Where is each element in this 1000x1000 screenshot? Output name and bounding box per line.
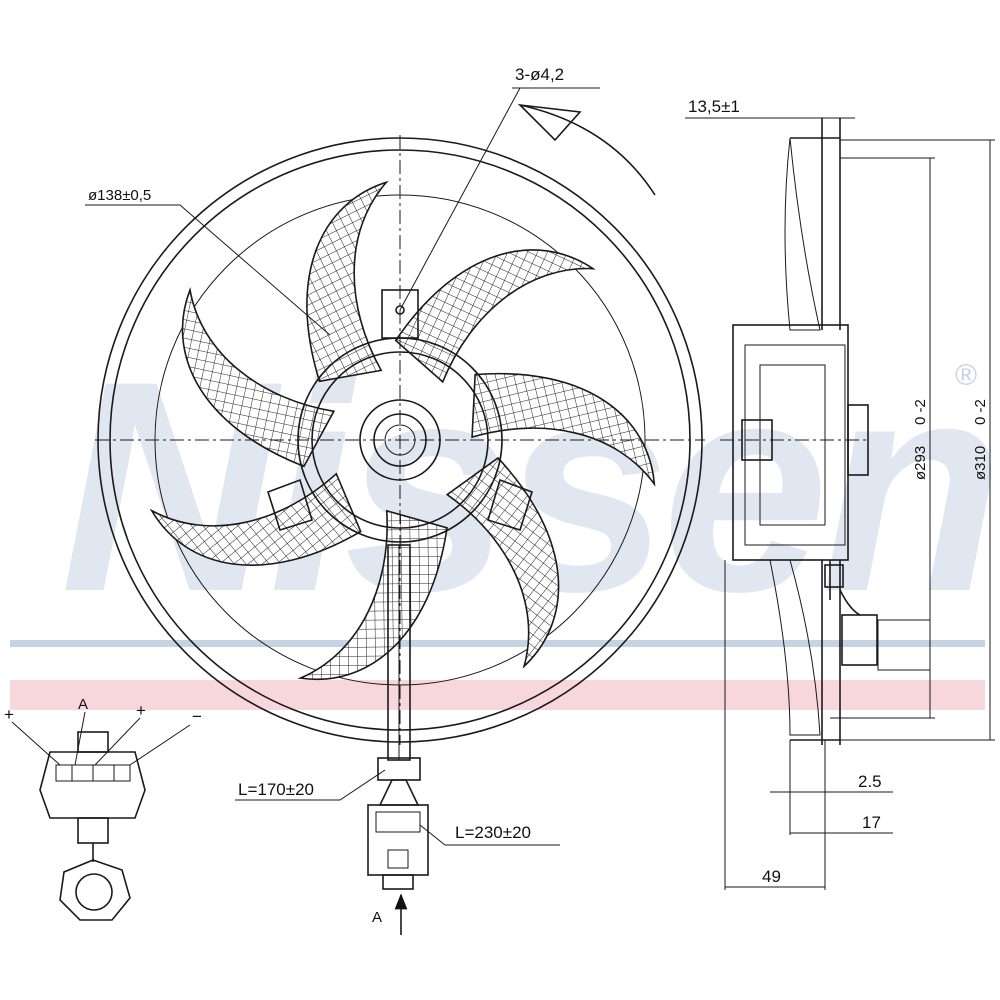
side-plug	[841, 614, 878, 666]
pin-leader-right	[129, 724, 191, 766]
depth-top-dimension: 13,5±1	[688, 97, 740, 116]
fan-blade	[181, 286, 336, 468]
pin-label-left: +	[4, 705, 14, 724]
watermark-blue-bar	[10, 640, 985, 647]
fan-blade	[149, 472, 362, 567]
watermark-red-bar	[10, 680, 985, 710]
connector-body	[39, 751, 146, 819]
cable-length-2: L=230±20	[455, 823, 531, 842]
hub-diameter-dimension: ø138±0,5	[88, 187, 151, 204]
holes-dimension: 3-ø4,2	[515, 65, 564, 84]
side-blade-upper	[784, 137, 821, 331]
motor-windings	[759, 364, 826, 526]
pin-leader-left	[11, 721, 61, 766]
pin-leader-mid	[94, 717, 141, 766]
connector-detail: + A + −	[4, 696, 202, 921]
connector-ring-hole	[75, 873, 113, 911]
cable-clip	[377, 757, 421, 781]
side-blade-lower	[769, 559, 821, 736]
plug-terminal	[387, 849, 409, 869]
motor-casing	[744, 344, 846, 546]
pin-leader-mid-top	[74, 711, 86, 766]
mount-tab-right	[487, 478, 533, 532]
plug-tail	[382, 874, 414, 890]
depth-c-dimension: 49	[762, 867, 781, 886]
side-cable-bend	[839, 589, 861, 616]
connector-top-latch	[77, 731, 109, 753]
shroud-diameter-tolerance: 0 -2	[972, 399, 989, 425]
pin-label-right: −	[192, 707, 202, 726]
fan-diameter-dimension: ø293	[912, 446, 929, 480]
pin-label-mid: +	[136, 701, 146, 720]
depth-a-dimension: 2.5	[858, 772, 882, 791]
plug-body	[367, 804, 429, 876]
mount-tab-left	[267, 478, 313, 532]
motor-rear-cap	[847, 404, 869, 476]
plug-latch	[375, 811, 421, 833]
cable-length-1-leader	[235, 769, 386, 801]
depth-b-dimension: 17	[862, 813, 881, 832]
pin-label-mid-top: A	[78, 696, 88, 713]
watermark-registered: ®	[955, 359, 977, 392]
view-label: A	[372, 909, 382, 926]
fan-blade	[471, 372, 656, 487]
side-cable-clip	[824, 564, 844, 588]
connector-stem	[77, 817, 109, 844]
fan-diameter-tolerance: 0 -2	[912, 399, 929, 425]
fan-blade	[306, 180, 389, 383]
cable-length-1: L=170±20	[238, 780, 314, 799]
cable-length-2-leader	[419, 824, 560, 846]
fan-side-view: ø293 ø310 0 -2 0 -2 13,5±1 2.5 17 49	[685, 97, 995, 890]
cable-grommet	[378, 779, 420, 806]
connector-ring-terminal	[59, 859, 131, 921]
rotation-arrow-head	[517, 103, 582, 142]
shroud-diameter-dimension: ø310	[972, 446, 989, 480]
hub-diameter-leader	[85, 204, 331, 336]
fan-front-view: A 3-ø4,2 ø138±0,5 L=170±20 L=230±20	[85, 65, 705, 935]
rotation-arrow-arc	[519, 104, 656, 196]
